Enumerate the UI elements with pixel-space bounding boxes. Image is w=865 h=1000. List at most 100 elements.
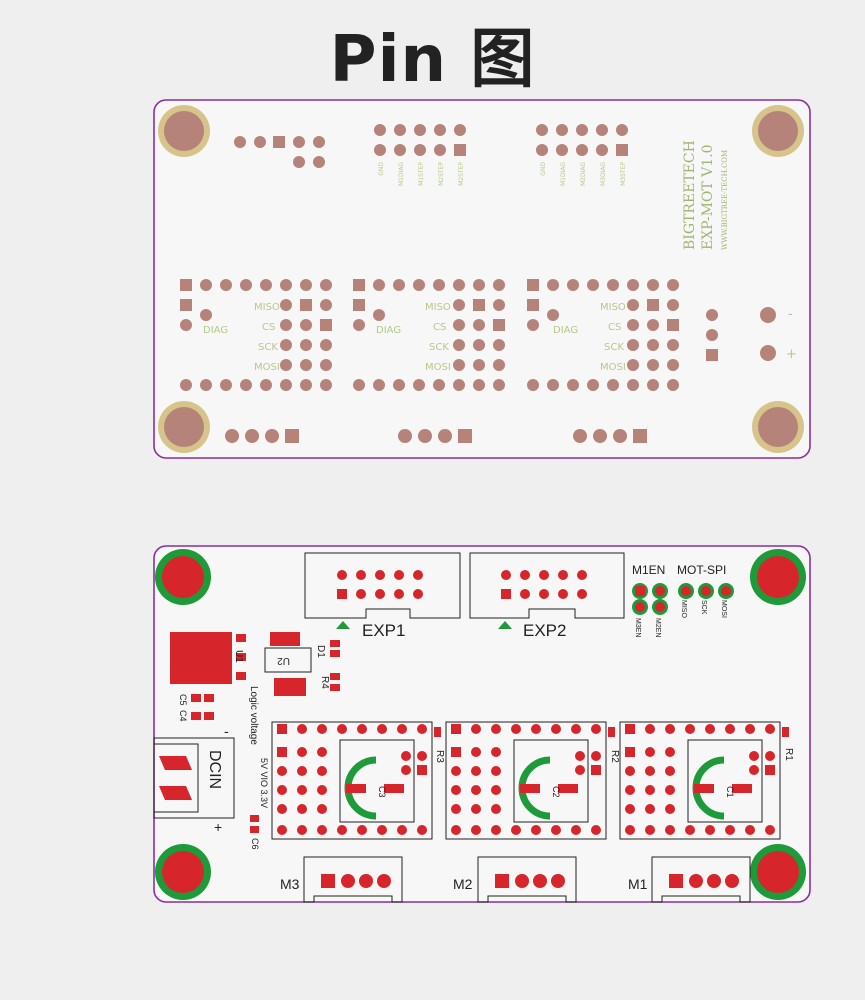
pad [745,825,755,835]
driver-socket [271,721,441,840]
pad [373,309,385,321]
pad [645,766,655,776]
pad-square [625,724,635,734]
pad [401,765,411,775]
dcin-minus: - [224,723,229,739]
pad-square [180,279,192,291]
spi-pin-label: MOSI [720,600,727,618]
header-pin-label: M1DIAG [560,162,567,186]
pad [471,724,481,734]
pad [353,319,365,331]
pad [297,804,307,814]
m3-label: M3 [280,876,300,892]
pad [434,144,446,156]
pad [511,724,521,734]
pad [417,724,427,734]
connector-outline [477,856,577,903]
pad-square [527,279,539,291]
pad [645,804,655,814]
pad-square [273,136,285,148]
pad [705,724,715,734]
pad [417,751,427,761]
pad [418,429,432,443]
top-pads [180,124,776,443]
pad [536,124,548,136]
pad [320,379,332,391]
pad [527,379,539,391]
pad [645,785,655,795]
header-pin-label: GND [540,162,547,176]
pad-square [337,589,347,599]
pad [493,379,505,391]
mount-hole [758,407,798,447]
pad [625,804,635,814]
pad [627,319,639,331]
pad [706,329,718,341]
pad [297,724,307,734]
header-pin-label: M3STEP [620,162,627,186]
pad [471,766,481,776]
pad [320,279,332,291]
r1-label: R1 [783,748,794,761]
pad [280,359,292,371]
pad [655,602,665,612]
pad [414,144,426,156]
pad [300,319,312,331]
pad [356,589,366,599]
exp2-pin1-marker [498,621,512,629]
connector-outline [651,856,751,903]
spi-mosi-1: MOSI [254,362,280,373]
spi-miso-2: MISO [425,302,451,313]
pad [627,299,639,311]
motor-connectors [303,856,751,903]
pad [760,345,776,361]
model-text: EXP-MOT V1.0 [700,144,716,250]
pad [451,766,461,776]
pad [260,279,272,291]
pad [320,299,332,311]
pad [573,429,587,443]
pad [625,825,635,835]
pad [576,144,588,156]
c6-label: C6 [250,838,260,850]
pad-square [493,319,505,331]
top-board-outline [153,99,811,459]
pad [240,279,252,291]
header-pin-label: M2STEP [438,162,445,186]
pad [297,766,307,776]
pad [394,570,404,580]
pad [665,747,675,757]
pad [515,874,529,888]
pad [225,429,239,443]
m1en-header-label: M1EN [632,563,665,577]
pad [234,136,246,148]
pad [627,359,639,371]
pad [745,724,755,734]
pad [571,724,581,734]
cap-pad-a [520,784,540,793]
pad [353,379,365,391]
header-pin-label: M2DIAG [580,162,587,186]
pad [531,825,541,835]
m2-label: M2 [453,876,473,892]
pad [473,339,485,351]
spi-mosi-3: MOSI [600,362,626,373]
pad [245,429,259,443]
driver-sockets [271,721,789,840]
pad [374,124,386,136]
header-pin-label: M3DIAG [600,162,607,186]
pad [587,379,599,391]
pad [667,379,679,391]
pad-square [647,299,659,311]
pad [220,279,232,291]
pad [317,766,327,776]
pad [434,124,446,136]
spi-sck-1: SCK [258,342,278,353]
pad [393,279,405,291]
u1-tab-bot [236,672,246,680]
pad [453,339,465,351]
c4-pad-b [204,712,214,720]
pad [577,570,587,580]
pad [394,589,404,599]
